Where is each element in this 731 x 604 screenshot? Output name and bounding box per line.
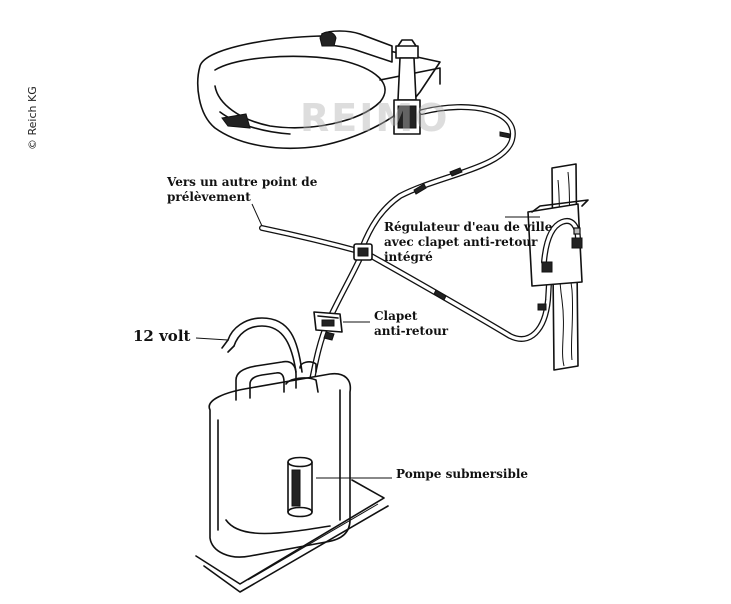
check-valve [313,311,343,333]
tee-junction [353,243,373,261]
watermark-text: REIMO [300,96,450,140]
wall-regulator [527,163,589,371]
label-other-outlet: Vers un autre point de prélèvement [167,175,318,204]
label-regulator: Régulateur d'eau de ville avec clapet an… [384,220,553,264]
floor-tray [195,479,389,593]
sink-basin [197,35,441,150]
label-check-valve: Clapet anti-retour [374,309,449,338]
power-cable [221,317,303,373]
leader-lines [195,203,540,479]
label-voltage: 12 volt [133,327,191,345]
water-canister [208,360,352,558]
hose-network [259,104,553,473]
submersible-pump [287,456,313,518]
copyright-notice: © Reich KG [26,86,39,150]
label-pump: Pompe submersible [396,467,529,481]
faucet [319,30,421,135]
